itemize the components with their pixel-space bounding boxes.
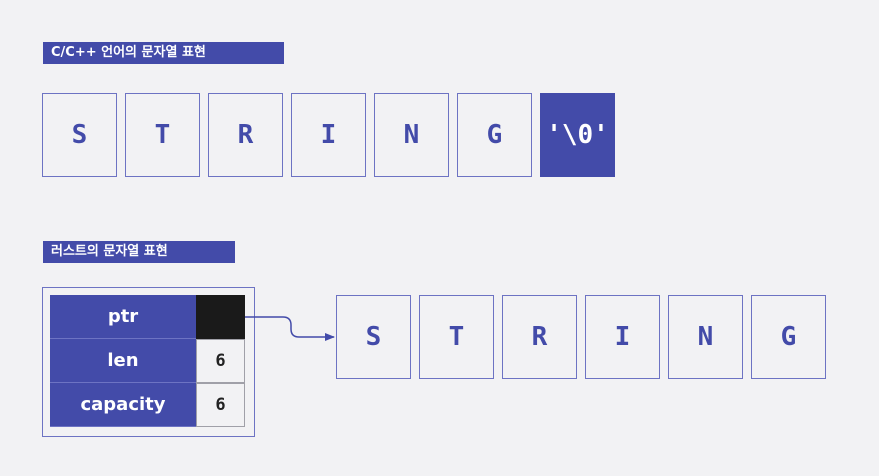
field-name-len: len [50, 339, 196, 383]
c-char-cell: I [291, 93, 366, 177]
pointer-arrow-line [245, 316, 335, 341]
field-value-len: 6 [196, 339, 245, 383]
heap-char-cell: G [751, 295, 826, 379]
heap-char-cell: N [668, 295, 743, 379]
field-value-capacity: 6 [196, 383, 245, 427]
c-string-title: C/C++ 언어의 문자열 표현 [43, 42, 284, 64]
c-char-cell: T [125, 93, 200, 177]
field-name-ptr: ptr [50, 295, 196, 339]
null-terminator-cell: '\0' [540, 93, 615, 177]
field-name-capacity: capacity [50, 383, 196, 427]
c-char-cell: S [42, 93, 117, 177]
string-struct: ptr len 6 capacity 6 [42, 287, 255, 437]
rust-string-title: 러스트의 문자열 표현 [43, 241, 235, 263]
field-row-ptr: ptr [50, 295, 245, 339]
c-char-cell: G [457, 93, 532, 177]
heap-char-cell: R [502, 295, 577, 379]
pointer-value [196, 295, 245, 339]
heap-char-cell: I [585, 295, 660, 379]
heap-char-cell: T [419, 295, 494, 379]
heap-char-cell: S [336, 295, 411, 379]
field-row-len: len 6 [50, 339, 245, 383]
c-char-cell: N [374, 93, 449, 177]
c-char-cell: R [208, 93, 283, 177]
c-string-array: S T R I N G '\0' [42, 93, 615, 177]
field-row-capacity: capacity 6 [50, 383, 245, 427]
heap-string-array: S T R I N G [336, 295, 826, 379]
